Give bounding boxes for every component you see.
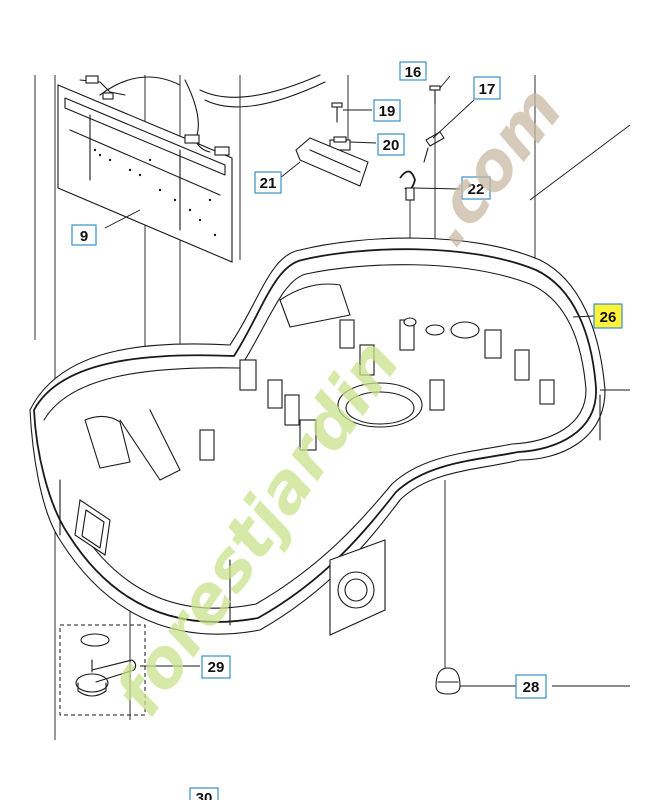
callout-22-label: 22 [468, 181, 485, 198]
callout-9-label: 9 [80, 228, 88, 245]
callout-19: 19 [373, 99, 401, 122]
callout-28-label: 28 [523, 679, 540, 696]
callout-21: 21 [254, 171, 282, 194]
callout-26: 26 [593, 303, 623, 329]
chassis-body-part [29, 237, 606, 636]
callout-30-label: 30 [196, 790, 213, 800]
callout-28: 28 [515, 674, 547, 699]
callout-21-label: 21 [260, 175, 277, 192]
callout-19-label: 19 [379, 103, 396, 120]
callout-22: 22 [461, 176, 491, 200]
circuit-board-part [57, 74, 326, 263]
callout-9: 9 [71, 224, 97, 246]
watermark-text-domain: .com [407, 72, 577, 260]
callout-17: 17 [473, 76, 501, 100]
callout-26-label: 26 [600, 309, 617, 326]
callout-16-label: 16 [405, 64, 422, 81]
rubber-foot-part [435, 667, 461, 695]
callout-29: 29 [201, 655, 231, 679]
callout-17-label: 17 [479, 81, 496, 98]
wheel-detail-inset [59, 624, 146, 716]
callout-16: 16 [399, 61, 427, 81]
callout-20: 20 [377, 133, 405, 156]
callout-29-label: 29 [208, 659, 225, 676]
callout-30: 30 [189, 787, 219, 800]
callout-20-label: 20 [383, 137, 400, 154]
small-hardware-parts [295, 85, 445, 201]
leader-lines [104, 75, 630, 687]
